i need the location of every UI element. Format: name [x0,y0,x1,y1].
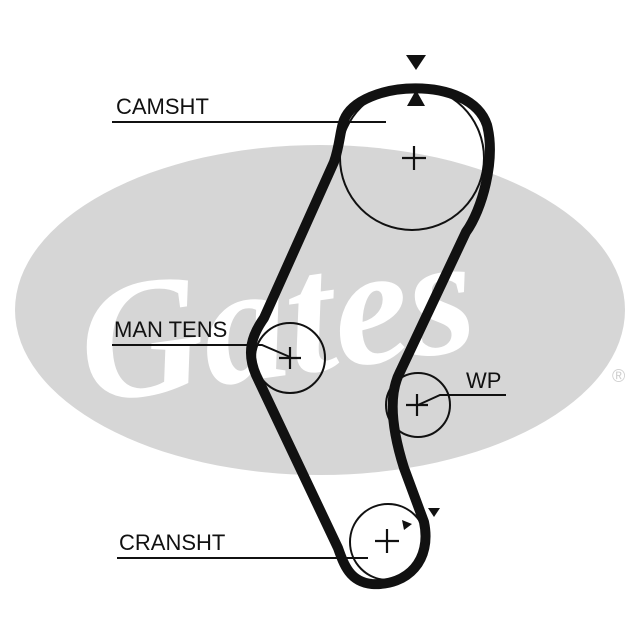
crank-mark-icon [428,508,440,517]
leader-man-tens [112,344,291,358]
label-man-tens-group: MAN TENS [112,317,291,358]
label-water-pump: WP [466,368,501,393]
label-water-pump-group: WP [417,368,506,406]
logo-registered-mark: ® [612,366,625,386]
label-crankshaft-group: CRANSHT [117,530,368,559]
timing-mark-down-icon [406,55,426,70]
water-pump-center-mark [406,394,428,416]
water-pump-pulley [385,372,451,438]
timing-mark-up-icon [407,90,425,106]
camshaft-center-mark [402,146,426,170]
crankshaft-center-mark [375,529,399,553]
label-crankshaft: CRANSHT [119,530,225,555]
label-man-tens: MAN TENS [114,317,227,342]
label-camshaft: CAMSHT [116,94,209,119]
tensioner-center-mark [279,347,301,369]
leader-water-pump [417,394,506,406]
label-camshaft-group: CAMSHT [112,94,386,123]
crank-mark-small-icon [402,520,412,530]
timing-belt [245,83,495,590]
